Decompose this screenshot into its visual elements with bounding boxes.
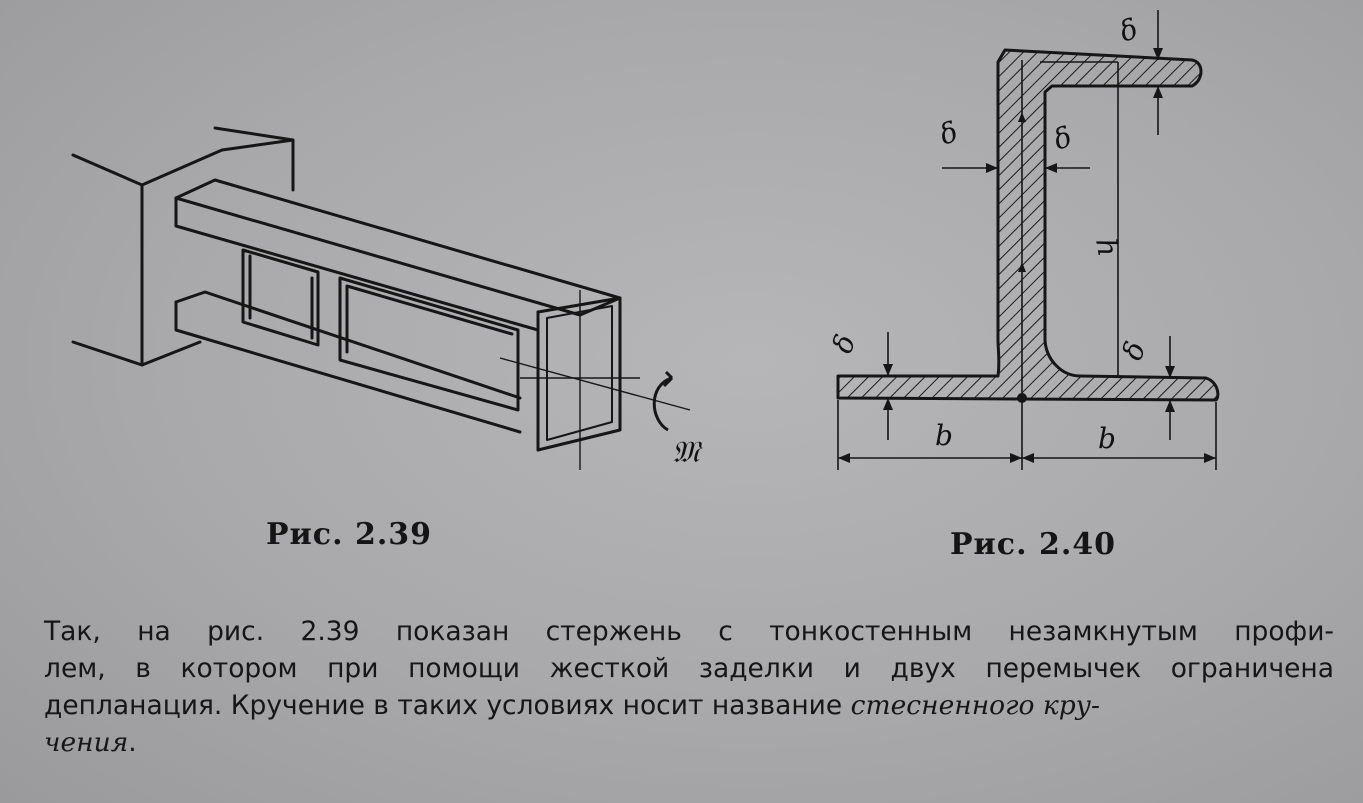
paragraph-line-3-text: депланация. Кручение в таких условиях но…: [44, 690, 851, 721]
paragraph-line-4-text: .: [128, 727, 137, 758]
beam-end-section: [536, 296, 622, 452]
figure-2-40-caption: Рис. 2.40: [950, 527, 1117, 562]
figure-2-39: 𝔐: [71, 126, 703, 470]
profile-section: [836, 48, 1220, 402]
beam-bottom-flange: [174, 300, 522, 434]
height-label: h: [1089, 235, 1125, 259]
thickness-label-left-flange: δ: [826, 330, 863, 357]
term-constrained-torsion: стесненного кру-: [850, 690, 1101, 721]
thickness-label-top: δ: [1115, 12, 1142, 49]
width-label-left: b: [935, 419, 953, 452]
thickness-label-web-right: δ: [1049, 120, 1076, 157]
paragraph-line-3: депланация. Кручение в таких условиях но…: [44, 687, 1334, 724]
figure-2-40: δ δ δ δ δ h b b: [826, 10, 1220, 470]
web-opening-1: [241, 248, 320, 347]
body-paragraph: Так, на рис. 2.39 показан стержень с тон…: [44, 613, 1334, 761]
figure-2-39-caption: Рис. 2.39: [266, 517, 433, 552]
paragraph-line-2: лем, в котором при помощи жесткой заделк…: [44, 653, 1334, 684]
thickness-label-web-left: δ: [935, 115, 962, 152]
wall-support: [71, 153, 144, 367]
web-opening-2: [338, 276, 520, 412]
width-label-right: b: [1098, 422, 1116, 455]
moment-label: 𝔐: [672, 435, 703, 470]
torque-arrow: [652, 370, 674, 432]
term-constrained-torsion-end: чения: [44, 727, 129, 758]
thickness-label-right-flange: δ: [1116, 337, 1153, 364]
paragraph-line-1: Так, на рис. 2.39 показан стержень с тон…: [44, 616, 1334, 647]
paragraph-line-4: чения.: [44, 724, 1334, 761]
